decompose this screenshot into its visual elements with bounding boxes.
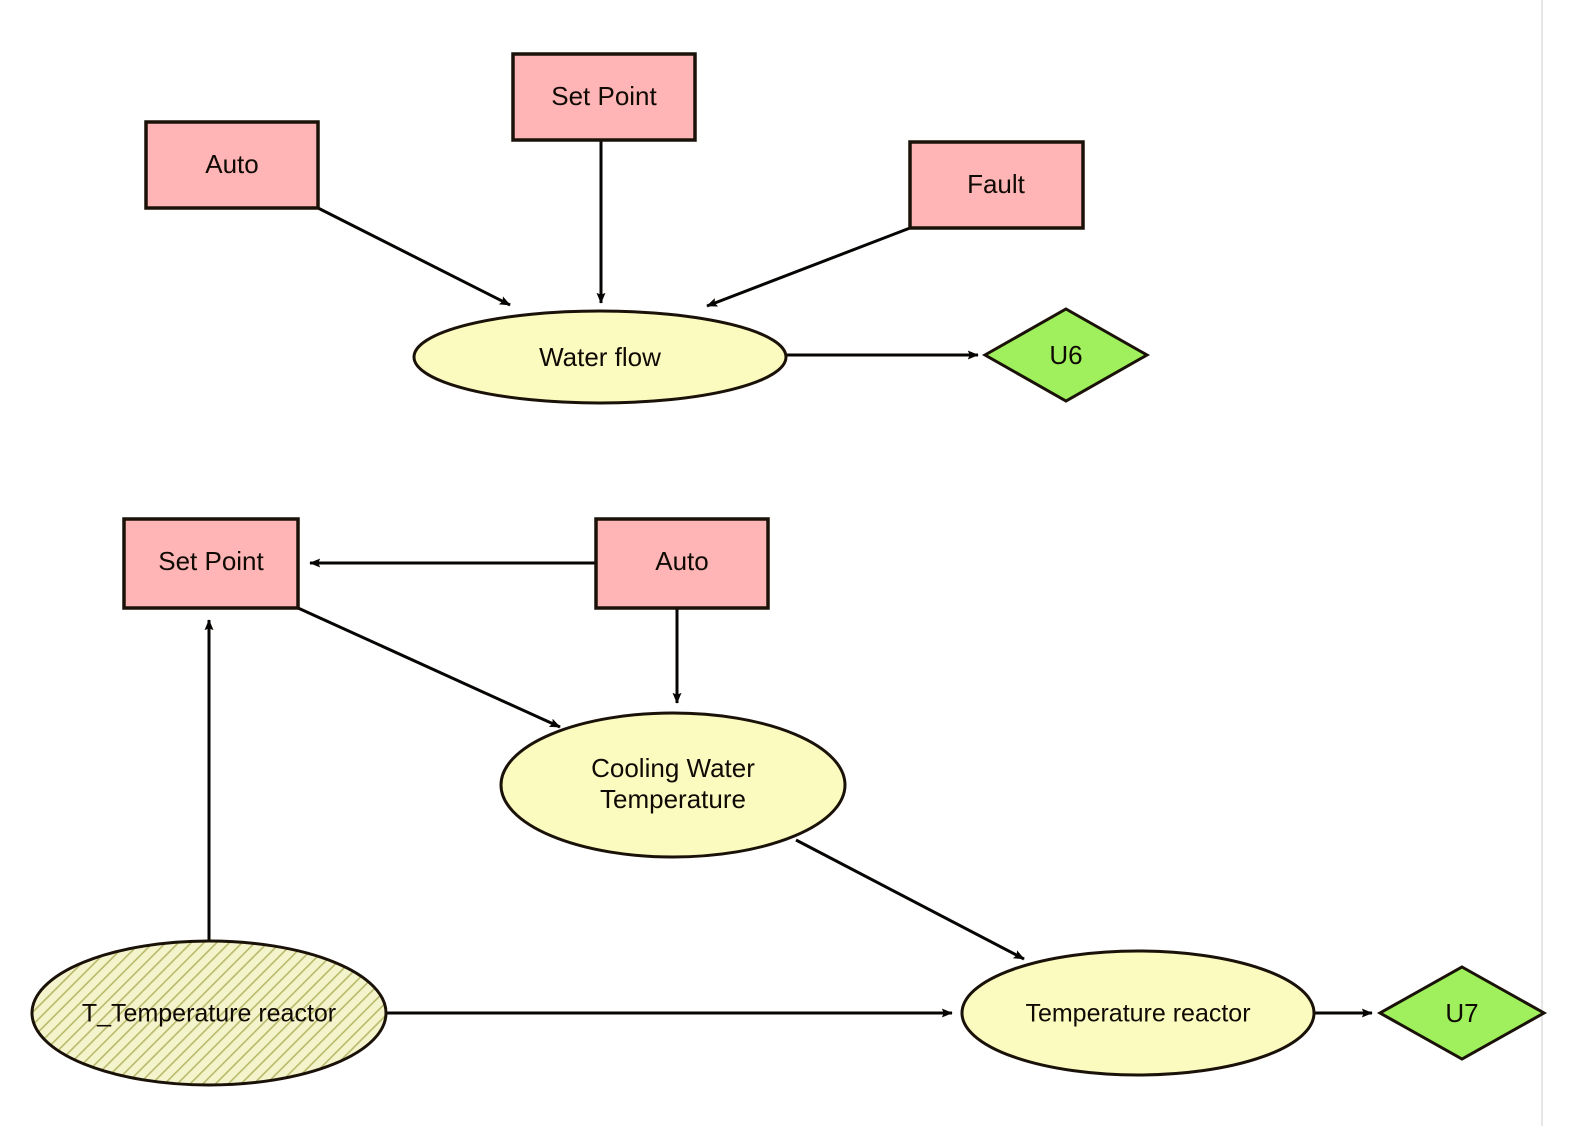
- edge-set-point-to-cooling-water: [297, 606, 561, 729]
- node-cooling-water-temperature[interactable]: Cooling Water Temperature: [499, 711, 847, 859]
- u6-diamond[interactable]: [981, 307, 1151, 403]
- node-t-temperature-reactor[interactable]: T_Temperature reactor: [30, 939, 388, 1087]
- auto-top-box[interactable]: [144, 120, 320, 210]
- water-flow-ellipse[interactable]: [412, 309, 788, 405]
- t-temperature-reactor-ellipse[interactable]: [30, 939, 388, 1087]
- node-set-point-bottom[interactable]: Set Point: [122, 517, 300, 610]
- node-water-flow[interactable]: Water flow: [412, 309, 788, 405]
- temperature-reactor-ellipse[interactable]: [960, 949, 1316, 1077]
- fault-top-box[interactable]: [908, 140, 1085, 230]
- node-temperature-reactor[interactable]: Temperature reactor: [960, 949, 1316, 1077]
- node-fault-top[interactable]: Fault: [908, 140, 1085, 230]
- node-auto-top[interactable]: Auto: [144, 120, 320, 210]
- node-auto-bottom[interactable]: Auto: [594, 517, 770, 610]
- edge-cooling-water-to-temperature-reactor: [795, 838, 1025, 961]
- set-point-top-box[interactable]: [511, 52, 697, 142]
- edge-fault-to-water-flow: [706, 226, 911, 308]
- set-point-bottom-box[interactable]: [122, 517, 300, 610]
- edge-auto-to-water-flow: [317, 206, 511, 307]
- node-set-point-top[interactable]: Set Point: [511, 52, 697, 142]
- auto-bottom-box[interactable]: [594, 517, 770, 610]
- cooling-water-temperature-ellipse[interactable]: [499, 711, 847, 859]
- u7-diamond[interactable]: [1376, 965, 1548, 1061]
